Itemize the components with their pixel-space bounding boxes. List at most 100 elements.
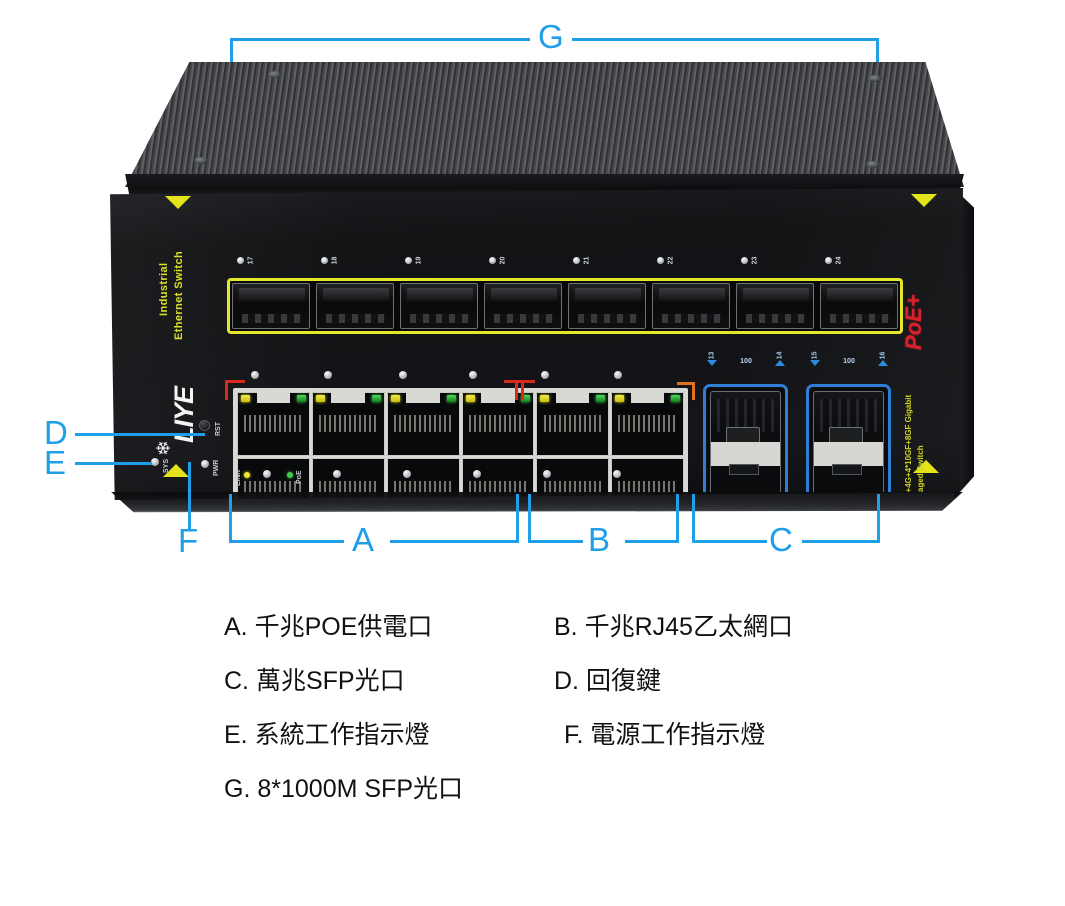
poe-led-icon (287, 472, 293, 478)
rj45-port[interactable] (386, 458, 460, 519)
poe-led-icon (296, 395, 306, 402)
rj45-status-led-icon (263, 470, 271, 478)
legend-key: C. (224, 667, 249, 695)
rj45-contacts (468, 415, 528, 432)
sfp-plus-port[interactable] (710, 391, 781, 500)
port-number: 22 (667, 256, 675, 265)
sfp-port-indicator: 22 (657, 257, 675, 264)
callout-b-right-stem (676, 494, 679, 540)
rj45-status-led-icon (613, 470, 621, 478)
rj45-port[interactable] (536, 391, 610, 456)
link-led-icon (315, 395, 325, 402)
rj45-port[interactable] (611, 458, 684, 500)
legend-list: A. 千兆POE供電口 B. 千兆RJ45乙太網口 C. 萬兆SFP光口 D. … (224, 610, 924, 826)
sfp-port[interactable] (736, 283, 814, 329)
sfp-port[interactable] (316, 283, 394, 329)
sfp-port[interactable] (652, 283, 730, 329)
arrow-up-icon (775, 360, 785, 366)
port-number: 17 (247, 256, 255, 265)
poe-group-bracket (504, 380, 524, 400)
legend-key: B. (554, 613, 578, 641)
poe-group-bracket (504, 514, 524, 534)
callout-label-d: D (44, 414, 68, 451)
callout-a-right-stem (516, 494, 519, 540)
callout-label-c: C (769, 521, 793, 558)
sfp-plus-port-group[interactable] (806, 384, 891, 500)
sfp-port[interactable] (232, 283, 310, 329)
sfp-port-indicator: 20 (489, 257, 507, 264)
poe-led-icon (671, 395, 680, 402)
sfp-port-indicator: 18 (321, 257, 339, 264)
legend-text: 萬兆SFP光口 (255, 667, 405, 695)
legend-item-d: D. 回復鍵 (554, 664, 884, 698)
port-number: 18 (331, 256, 339, 265)
port-number: 15 (811, 351, 819, 360)
rj45-status-led-icon (469, 371, 477, 379)
sfp-port[interactable] (484, 283, 562, 329)
rj45-contacts (618, 415, 677, 432)
port-led-icon (657, 257, 664, 264)
link-led-label: LINK (235, 469, 242, 486)
sfp-cage-grille (819, 399, 878, 432)
port-number: 24 (835, 256, 843, 265)
sfp-port-indicator: 24 (825, 257, 843, 264)
sfp-1g-led-row: 17 18 19 20 21 (227, 254, 903, 276)
port-led-icon (489, 257, 496, 264)
sfp-divider (711, 441, 780, 467)
legend-text: 電源工作指示燈 (590, 721, 766, 749)
rj45-status-led-icon (399, 371, 407, 379)
callout-c-right-stem (877, 494, 880, 540)
rj45-contacts (393, 415, 453, 432)
link-led-icon (390, 395, 400, 402)
legend-item-e: E. 系統工作指示燈 (224, 718, 554, 752)
chassis-screw (868, 75, 882, 82)
sfp-port-indicator: 23 (741, 257, 759, 264)
sfp-port-indicator: 21 (573, 257, 591, 264)
sfp-plus-port-group[interactable] (703, 384, 788, 500)
rj45-port[interactable] (461, 458, 535, 500)
callout-b-bar-left (528, 540, 583, 543)
rj45-port[interactable] (611, 391, 684, 456)
uplink-group-bracket (677, 382, 695, 400)
link-led-icon (241, 512, 250, 519)
callout-label-e: E (44, 444, 67, 481)
switch-device: Industrial Ethernet Switch LIYE ❄ PoE+ 8… (98, 62, 982, 517)
sfp-divider (814, 441, 883, 467)
rj45-port[interactable] (237, 458, 310, 519)
port-led-icon (321, 257, 328, 264)
legend-row: E. 系統工作指示燈 F. 電源工作指示燈 (224, 718, 924, 752)
front-panel: Industrial Ethernet Switch LIYE ❄ PoE+ 8… (110, 188, 963, 500)
sfp-1g-port-group[interactable] (227, 278, 903, 334)
sfp-port[interactable] (568, 283, 646, 329)
chassis-base (111, 492, 963, 513)
sfp-plus-label-row: 15 100 16 (810, 352, 888, 366)
arrow-up-icon (878, 360, 888, 366)
reset-button[interactable] (199, 420, 210, 431)
rj45-port[interactable] (536, 458, 610, 519)
poe-led-icon (372, 512, 381, 519)
legend-item-g: G. 8*1000M SFP光口 (224, 772, 554, 806)
sfp-plus-port[interactable] (813, 391, 884, 500)
rj45-port[interactable] (311, 458, 385, 519)
model-name-line1: 8PC+4G+4*10GF+8GF Gigabit (904, 394, 913, 508)
sfp-cage-grille (716, 399, 775, 432)
sfp-port[interactable] (820, 283, 898, 329)
rj45-port[interactable] (311, 391, 385, 456)
rj45-port[interactable] (461, 391, 535, 456)
port-number: 20 (499, 256, 507, 265)
link-led-icon (540, 512, 549, 519)
sfp-latch (728, 463, 759, 475)
rj45-port-block[interactable] (233, 388, 688, 519)
rj45-port[interactable] (386, 391, 460, 456)
brand-tagline-line2: Ethernet Switch (173, 250, 185, 340)
sfp-port[interactable] (400, 283, 478, 329)
link-led-icon (391, 512, 400, 519)
callout-label-f: F (178, 522, 199, 559)
port-led-icon (237, 257, 244, 264)
port-number: 14 (776, 351, 784, 360)
sfp-port-indicator: 17 (237, 257, 255, 264)
arrow-down-icon (810, 360, 820, 366)
poe-led-icon (447, 512, 456, 519)
rj45-port[interactable] (237, 391, 310, 456)
